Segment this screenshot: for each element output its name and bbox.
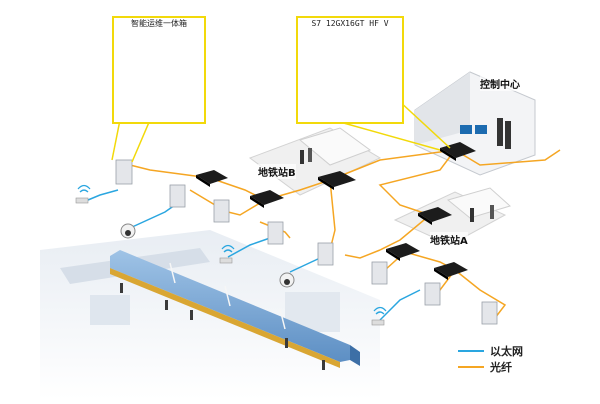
callout-connectors (111, 99, 451, 163)
switch-icon (434, 262, 468, 280)
ethernet-swatch (458, 350, 484, 352)
cabinet-icon (115, 159, 133, 185)
legend: 以太网 光纤 (458, 343, 593, 375)
passengers (120, 283, 325, 370)
switch-icon (318, 171, 356, 190)
fiber-swatch (458, 366, 484, 368)
cabinet-icon (371, 261, 388, 285)
server-rack-icon (497, 118, 503, 146)
ethernet-links (87, 189, 421, 321)
monitor-icon (475, 125, 487, 134)
cabinet-icon (317, 242, 334, 266)
legend-item-ethernet: 以太网 (458, 343, 593, 359)
cabinet-nodes (115, 159, 498, 325)
cabinet-icon (424, 282, 441, 306)
wifi-icon (219, 244, 235, 264)
switch-nodes (196, 142, 476, 280)
station-a-building (393, 187, 511, 246)
switch-icon (386, 243, 420, 261)
platform-scene (40, 230, 380, 400)
legend-label-ethernet: 以太网 (490, 345, 523, 358)
station-b-label: 地铁站B (258, 164, 296, 179)
cabinet-icon (267, 221, 284, 245)
switch-icon (418, 207, 452, 225)
server-rack-icon (505, 121, 511, 149)
legend-label-fiber: 光纤 (490, 361, 512, 374)
legend-item-fiber: 光纤 (458, 359, 593, 375)
train (110, 250, 360, 368)
cabinet-callout: 智能运维一体箱 (112, 16, 206, 124)
cabinet-icon (169, 184, 186, 208)
dome-camera-icon (279, 272, 295, 288)
cabinet-callout-title: 智能运维一体箱 (131, 19, 187, 28)
wifi-icon (75, 184, 91, 204)
station-a-label: 地铁站A (430, 232, 468, 247)
cabinet-icon (481, 301, 498, 325)
switch-callout-title: S7 12GX16GT HF V (311, 19, 389, 28)
camera-nodes (120, 223, 295, 288)
control-center-label: 控制中心 (480, 76, 520, 91)
cabinet-icon (213, 199, 230, 223)
dome-camera-icon (120, 223, 136, 239)
switch-callout: S7 12GX16GT HF V (296, 16, 404, 124)
wifi-icon (371, 306, 387, 326)
monitor-icon (460, 125, 472, 134)
wifi-nodes (75, 184, 387, 326)
switch-icon (250, 190, 284, 208)
switch-icon (440, 142, 476, 161)
switch-icon (196, 170, 228, 187)
